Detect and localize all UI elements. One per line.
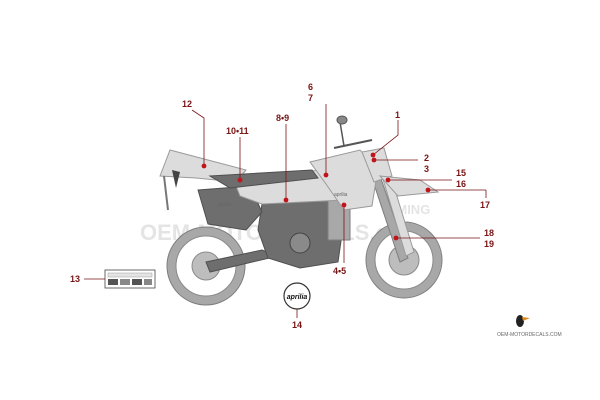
front-fender [378, 175, 440, 197]
callout-16: 16 [456, 179, 466, 189]
leader-12 [191, 109, 205, 166]
callout-14: 14 [292, 320, 302, 330]
leader-lines [84, 104, 487, 318]
handlebar [333, 139, 373, 149]
brand-watermark-corner: OEM-MOTORDECALS.COM [497, 315, 562, 338]
callout-7: 7 [308, 93, 313, 103]
callout-8-9: 8•9 [276, 113, 289, 123]
seat [208, 169, 319, 189]
dot-17 [425, 187, 431, 193]
number-plate [361, 147, 393, 183]
toucan-beak-icon [522, 317, 530, 321]
leader-17 [428, 189, 487, 198]
callout-1: 1 [395, 110, 400, 120]
callout-2: 2 [424, 153, 429, 163]
callout-15: 15 [456, 168, 466, 178]
exhaust-brand: aprilia [218, 202, 232, 208]
engine-cover [289, 232, 311, 254]
dot-15-16 [385, 177, 391, 183]
dot-2 [371, 157, 377, 163]
callout-10-11: 10•11 [226, 126, 249, 136]
decal-sheet [104, 269, 156, 289]
callout-labels: 1 2 3 4•5 6 7 8•9 10•11 12 13 14 15 16 1… [70, 82, 494, 330]
license-holder [163, 175, 169, 211]
logo-badge-text: aprilia [287, 294, 308, 301]
dot-10-11 [237, 177, 243, 183]
callout-6: 6 [308, 82, 313, 92]
dot-8-9 [283, 197, 289, 203]
callout-3: 3 [424, 164, 429, 174]
callout-4-5: 4•5 [333, 266, 346, 276]
decal-location-dots [201, 152, 431, 241]
callout-17: 17 [480, 200, 490, 210]
dot-4-5 [341, 202, 347, 208]
motorcycle-illustration: aprilia aprilia [159, 115, 443, 306]
dot-6-7 [323, 172, 329, 178]
toucan-icon [516, 315, 524, 327]
mirror [336, 115, 348, 125]
tank-decal-text: aprilia [334, 192, 348, 198]
tail-light [172, 170, 180, 188]
dot-18-19 [393, 235, 399, 241]
callout-19: 19 [484, 239, 494, 249]
leader-1 [372, 120, 399, 156]
callout-13: 13 [70, 274, 80, 284]
dot-1 [370, 152, 376, 158]
brand-watermark-text: OEM-MOTORDECALS.COM [497, 332, 562, 338]
callout-18: 18 [484, 228, 494, 238]
dot-12 [201, 163, 207, 169]
mirror-stem [339, 121, 345, 147]
callout-12: 12 [182, 99, 192, 109]
tank-shroud [309, 149, 379, 211]
aprilia-logo-badge: aprilia [283, 282, 311, 310]
